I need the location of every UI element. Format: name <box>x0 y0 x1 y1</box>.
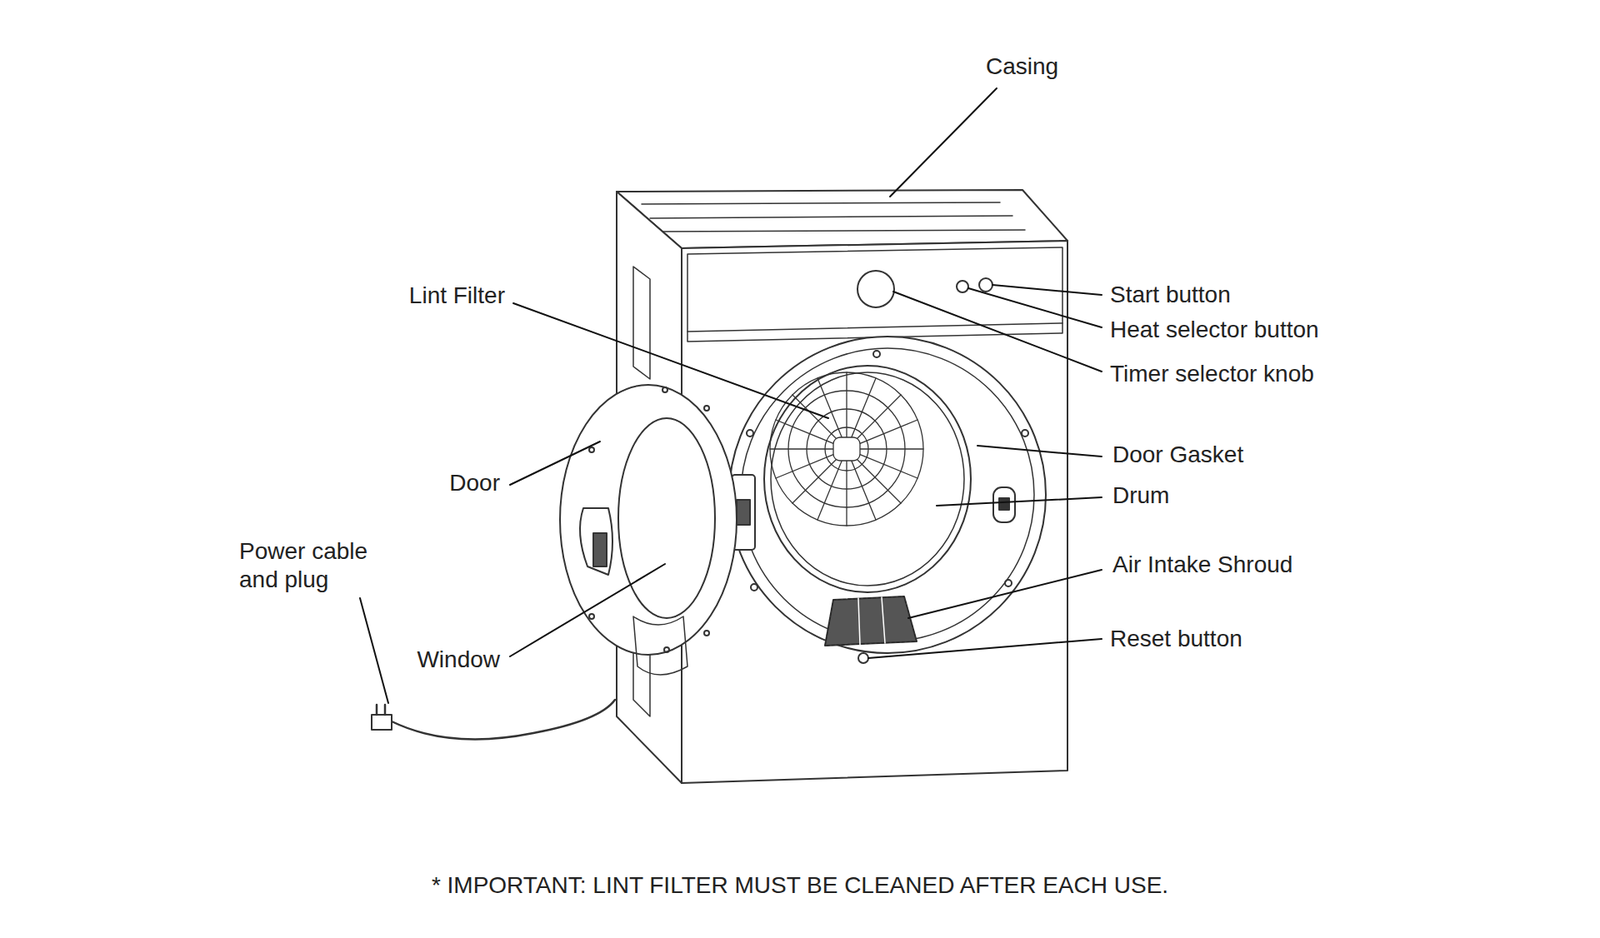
part-label: Reset button <box>1110 625 1243 654</box>
part-label: Lint Filter <box>409 281 505 310</box>
part-label: Start button <box>1110 280 1231 310</box>
part-label: Casing <box>985 52 1059 81</box>
part-label: Heat selector button <box>1110 315 1320 345</box>
part-label: Door <box>449 469 500 498</box>
part-label: Drum <box>1112 481 1170 510</box>
part-label: Door Gasket <box>1112 440 1244 470</box>
part-label: Window <box>416 645 500 675</box>
part-label: Power cable and plug <box>239 537 385 595</box>
part-label: Timer selector knob <box>1110 360 1315 389</box>
caption-note: * IMPORTANT: LINT FILTER MUST BE CLEANED… <box>0 871 1600 900</box>
part-label: Air Intake Shroud <box>1112 550 1293 580</box>
